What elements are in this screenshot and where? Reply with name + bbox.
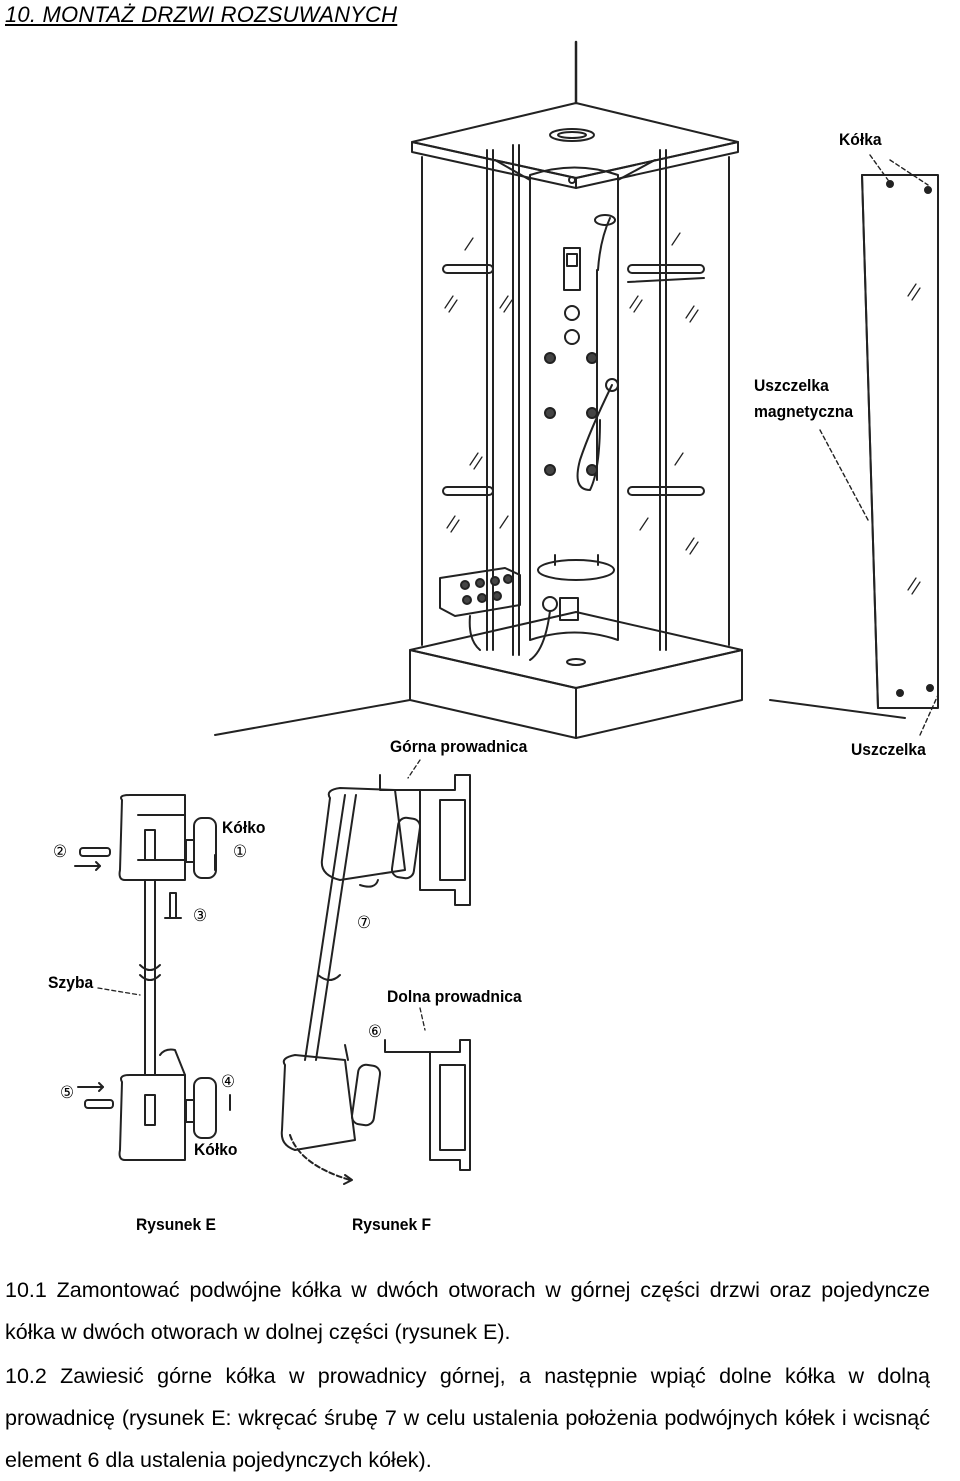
callout-7: ⑦ [357, 913, 372, 932]
label-kolko-lower: Kółko [194, 1140, 238, 1159]
label-rysunek-e: Rysunek E [136, 1215, 216, 1234]
label-uszczelka-magnetyczna-line2: magnetyczna [754, 402, 854, 421]
label-dolna-prowadnica: Dolna prowadnica [387, 987, 522, 1006]
label-szyba: Szyba [48, 973, 94, 992]
callout-5: ⑤ [60, 1083, 75, 1102]
door-panel-drawing [819, 154, 939, 736]
label-kolka: Kółka [839, 130, 882, 149]
label-gorna-prowadnica: Górna prowadnica [390, 737, 528, 756]
shower-cabin-illustration [74, 40, 939, 1185]
paragraph-10-2-text: 10.2 Zawiesić górne kółka w prowadnicy g… [5, 1364, 930, 1472]
label-uszczelka: Uszczelka [851, 740, 926, 759]
page-title: 10. MONTAŻ DRZWI ROZSUWANYCH [5, 2, 398, 27]
label-rysunek-f: Rysunek F [352, 1215, 432, 1234]
callout-3: ③ [193, 906, 208, 925]
label-kolko-upper: Kółko [222, 818, 266, 837]
callout-1: ① [233, 842, 248, 861]
paragraph-10-1: 10.1 Zamontować podwójne kółka w dwóch o… [5, 1269, 930, 1353]
shower-cabin-drawing [214, 40, 906, 739]
paragraph-10-2: 10.2 Zawiesić górne kółka w prowadnicy g… [5, 1355, 930, 1481]
figure-e-drawing [74, 794, 231, 1161]
callout-2: ② [53, 842, 68, 861]
figure-f-drawing [280, 759, 471, 1185]
paragraph-10-1-text: 10.1 Zamontować podwójne kółka w dwóch o… [5, 1278, 930, 1344]
callout-4: ④ [221, 1072, 236, 1091]
label-uszczelka-magnetyczna-line1: Uszczelka [754, 376, 829, 395]
callout-6: ⑥ [368, 1022, 383, 1041]
